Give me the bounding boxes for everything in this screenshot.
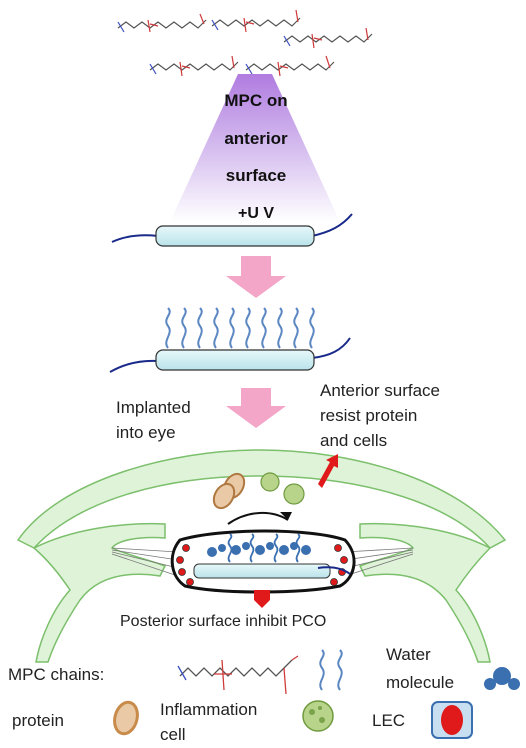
legend-mpc-chain-icon bbox=[177, 655, 299, 695]
posterior-label: Posterior surface inhibit PCO bbox=[120, 613, 326, 630]
mpc-chain-group bbox=[165, 307, 315, 349]
lec-icon bbox=[431, 701, 473, 739]
haptic-left bbox=[111, 234, 159, 243]
iol-lens-1 bbox=[111, 213, 353, 247]
legend-water-label-1: Water bbox=[386, 645, 431, 664]
mpc-molecule bbox=[117, 13, 207, 33]
anterior-resist-label-1: Anterior surface bbox=[320, 381, 440, 400]
capsular-bag bbox=[170, 529, 356, 594]
surface-label: surface bbox=[226, 166, 286, 185]
eye-cross-section bbox=[16, 449, 507, 663]
protein-in-eye bbox=[212, 472, 246, 510]
inflammation-cell-icon bbox=[302, 700, 334, 732]
legend: MPC chains: Water molecule protein Infla… bbox=[8, 645, 520, 744]
uv-label: +U V bbox=[238, 205, 274, 222]
legend-water-chain-icon bbox=[319, 649, 343, 691]
mpc-molecule bbox=[149, 55, 239, 77]
legend-mpc-chains-label: MPC chains: bbox=[8, 665, 104, 684]
mpc-on-label: MPC on bbox=[224, 91, 287, 110]
inflammation-cell-in-eye bbox=[260, 472, 305, 505]
mpc-molecule bbox=[283, 27, 373, 49]
implanted-label-2: into eye bbox=[116, 423, 176, 442]
legend-inflammation-label-2: cell bbox=[160, 725, 186, 744]
zonules-left bbox=[111, 547, 179, 577]
anterior-label: anterior bbox=[224, 129, 288, 148]
iris-right bbox=[358, 522, 492, 663]
anterior-resist-label-2: resist protein bbox=[320, 406, 417, 425]
uv-beam bbox=[170, 74, 340, 222]
legend-protein-label: protein bbox=[12, 711, 64, 730]
mpc-molecule bbox=[245, 55, 335, 77]
water-molecule-icon bbox=[484, 667, 520, 690]
iol-lens-2-with-chains bbox=[109, 307, 351, 373]
iol-in-eye bbox=[193, 563, 331, 579]
red-arrow-anterior bbox=[318, 454, 338, 488]
red-arrow-posterior bbox=[254, 590, 270, 608]
repel-arrow bbox=[227, 511, 289, 525]
process-arrow-2 bbox=[226, 388, 286, 428]
lec-cells-in-bag bbox=[176, 544, 348, 586]
legend-lec-label: LEC bbox=[372, 711, 405, 730]
cornea bbox=[16, 449, 507, 549]
legend-inflammation-label-1: Inflammation bbox=[160, 700, 257, 719]
water-molecules-on-lens bbox=[207, 542, 311, 557]
legend-water-label-2: molecule bbox=[386, 673, 454, 692]
mpc-chains-in-eye bbox=[227, 533, 301, 563]
zonules-right bbox=[344, 547, 414, 577]
haptic-right bbox=[311, 213, 353, 237]
anterior-resist-label-3: and cells bbox=[320, 431, 387, 450]
mpc-molecules-top bbox=[117, 9, 373, 77]
protein-icon bbox=[113, 700, 139, 736]
process-arrow-1 bbox=[226, 256, 286, 298]
mpc-molecule bbox=[211, 9, 301, 33]
implanted-label-1: Implanted bbox=[116, 398, 191, 417]
iris-left bbox=[32, 522, 167, 663]
